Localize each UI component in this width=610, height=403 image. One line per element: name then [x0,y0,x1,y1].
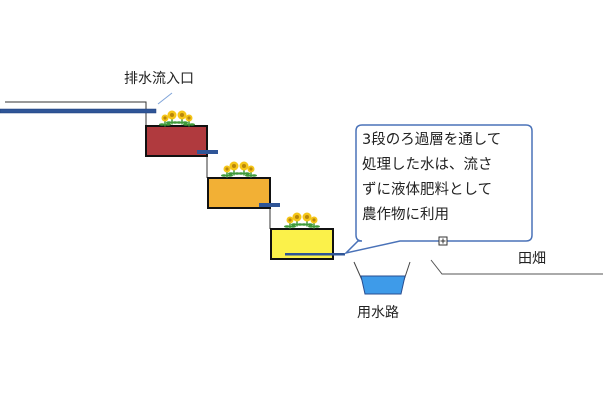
channel-left-bank [353,261,363,281]
callout-line: ずに液体肥料として [362,182,493,198]
sunflower-icon [159,114,171,127]
channel-label: 用水路 [357,305,399,321]
sunflower-icon [308,216,320,229]
sunflower-icon [284,216,296,229]
sunflower-icon [245,165,257,178]
plus-box-icon[interactable] [438,236,448,246]
outlet-pipe [285,253,345,256]
sunflower-icon [238,161,250,176]
connector-pipe-2 [259,203,280,207]
field-ground-line [430,259,603,275]
filter-stage-1 [145,125,208,157]
sunflower-icon [221,165,233,178]
callout-text: 3段のろ過層を通して 処理した水は、流さ ずに液体肥料として 農作物に利用 [362,128,532,228]
sunflower-icon [183,114,195,127]
callout-line: 農作物に利用 [362,207,449,223]
inlet-leader-line [157,92,173,105]
ground-line-upper [5,101,147,126]
inlet-label: 排水流入口 [124,71,194,87]
connector-pipe-1 [197,150,218,154]
channel-water [360,275,406,295]
callout-line: 3段のろ過層を通して [362,132,502,148]
sunflower-groups [159,110,320,229]
inlet-pipe [0,108,157,114]
sunflower-icon [176,110,188,125]
callout-line: 処理した水は、流さ [362,157,493,173]
callout-bubble[interactable] [343,124,533,255]
field-label: 田畑 [518,251,546,267]
sunflower-icon [301,212,313,227]
